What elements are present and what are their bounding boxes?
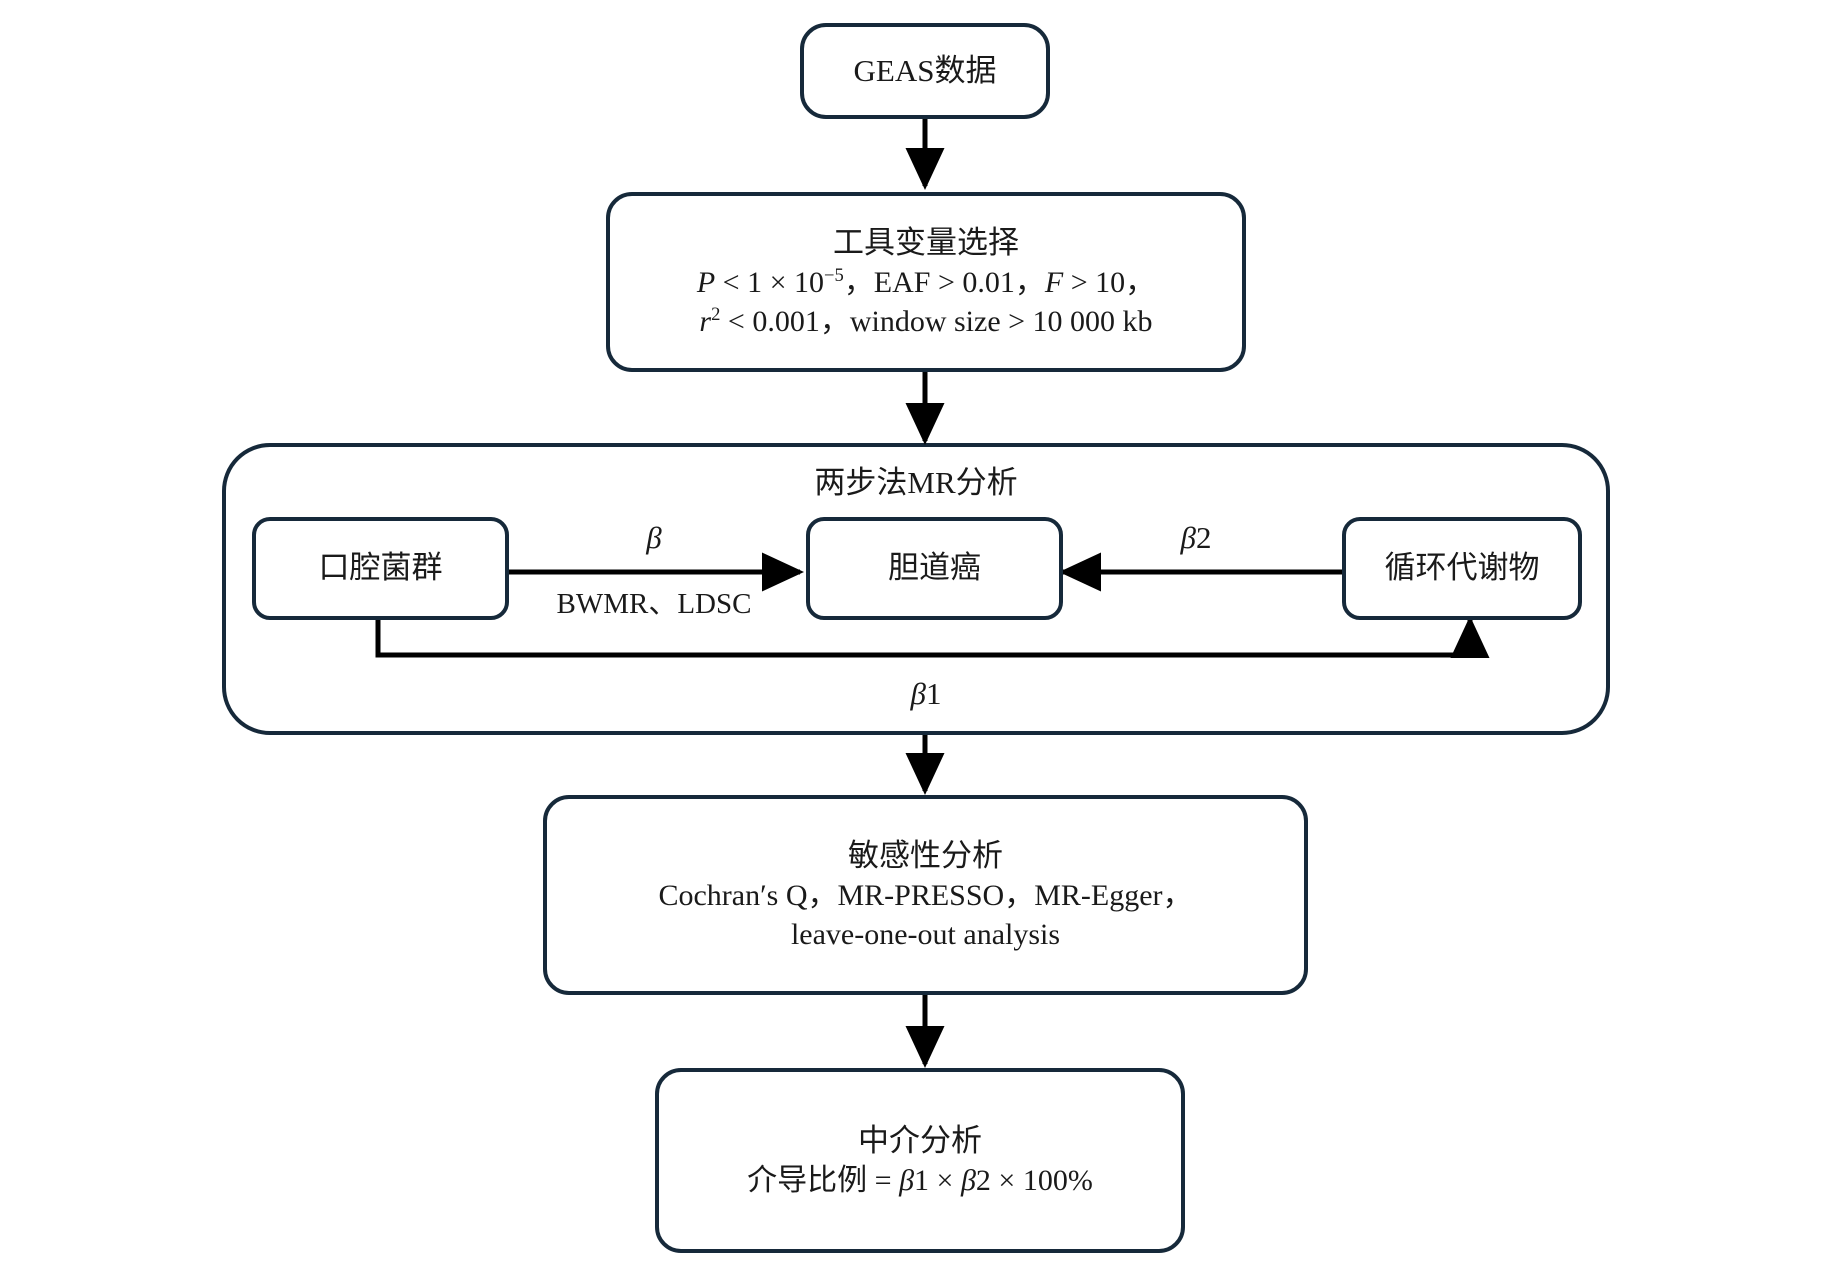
edge-label-beta2-symbol: β [1180, 520, 1196, 555]
criteria-2-part-b: < 0.001，window size > 10 000 kb [720, 305, 1153, 339]
node-mediation-analysis[interactable]: 中介分析 介导比例 = β1 × β2 × 100% [655, 1068, 1185, 1253]
node-mediation-analysis-title: 中介分析 [858, 1122, 982, 1158]
node-instrument-selection-title: 工具变量选择 [833, 224, 1019, 260]
mediation-formula-beta1-num: 1 [914, 1164, 930, 1198]
mediation-formula-beta2: β [960, 1164, 976, 1198]
node-biliary-tract-cancer-label: 胆道癌 [888, 550, 981, 586]
edge-label-beta: β [646, 520, 662, 555]
edge-label-beta2: β2 [1126, 520, 1266, 556]
node-instrument-selection-criteria-2: r2 < 0.001，window size > 10 000 kb [699, 302, 1152, 341]
mediation-formula-label: 介导比例 = [747, 1164, 900, 1198]
node-mediation-analysis-formula: 介导比例 = β1 × β2 × 100% [747, 1161, 1093, 1200]
node-circulating-metabolites[interactable]: 循环代谢物 [1342, 517, 1582, 620]
node-instrument-selection[interactable]: 工具变量选择 P < 1 × 10−5，EAF > 0.01，F > 10， r… [606, 192, 1246, 372]
edge-label-beta1-suffix: 1 [925, 676, 942, 711]
edge-label-beta2-suffix: 2 [1195, 520, 1212, 555]
node-gwas-data-label: GEAS数据 [853, 52, 997, 88]
criteria-2-exponent: 2 [711, 304, 721, 326]
node-instrument-selection-criteria-1: P < 1 × 10−5，EAF > 0.01，F > 10， [697, 263, 1155, 302]
node-sensitivity-analysis-methods-2: leave-one-out analysis [790, 918, 1061, 952]
node-oral-microbiome[interactable]: 口腔菌群 [252, 517, 509, 620]
criteria-1-part-c: ，EAF > 0.01， [843, 266, 1045, 300]
node-sensitivity-analysis-methods-1: Cochran′s Q，MR-PRESSO，MR-Egger， [658, 879, 1193, 913]
mediation-formula-beta1: β [899, 1164, 915, 1198]
criteria-1-part-e: > 10， [1063, 266, 1156, 300]
edge-label-beta1: β1 [866, 676, 986, 712]
node-oral-microbiome-label: 口腔菌群 [318, 550, 443, 586]
node-sensitivity-analysis-title: 敏感性分析 [848, 837, 1003, 873]
symbol-r: r [699, 305, 712, 339]
edge-label-beta1-symbol: β [910, 676, 926, 711]
node-biliary-tract-cancer[interactable]: 胆道癌 [806, 517, 1063, 620]
mediation-formula-mid: × [929, 1164, 961, 1198]
node-circulating-metabolites-label: 循环代谢物 [1384, 550, 1540, 586]
criteria-1-exponent: −5 [824, 265, 844, 287]
node-sensitivity-analysis[interactable]: 敏感性分析 Cochran′s Q，MR-PRESSO，MR-Egger， le… [543, 795, 1308, 995]
mediation-formula-tail: × 100% [990, 1164, 1093, 1198]
symbol-f: F [1044, 266, 1064, 300]
group-two-step-mr-title: 两步法MR分析 [814, 465, 1018, 500]
criteria-1-part-b: < 1 × 10 [715, 266, 825, 300]
symbol-p: P [696, 266, 716, 300]
edge-label-bwmr-ldsc: BWMR、LDSC [556, 588, 752, 620]
mediation-formula-beta2-num: 2 [975, 1164, 991, 1198]
node-gwas-data[interactable]: GEAS数据 [800, 23, 1050, 119]
